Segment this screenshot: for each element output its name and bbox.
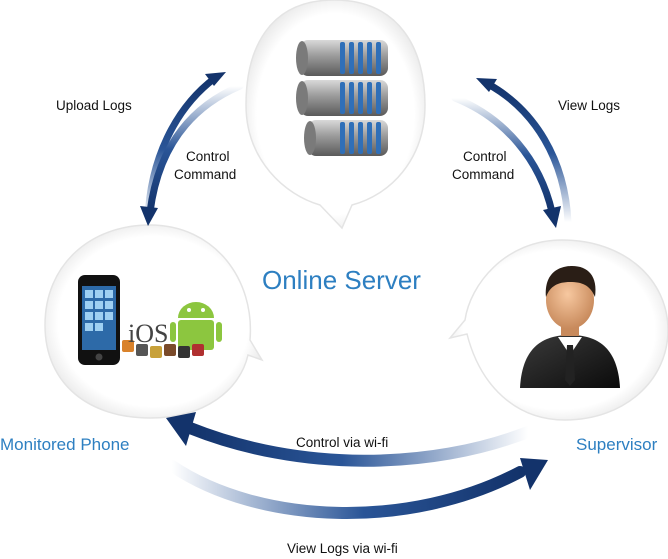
- upload-logs-label: Upload Logs: [56, 98, 132, 113]
- control-command-right-label-line1: Control: [463, 149, 507, 164]
- view-logs-arrow: [476, 78, 572, 226]
- phone-bubble: [44, 224, 264, 419]
- monitored-phone-label: Monitored Phone: [0, 435, 130, 454]
- app-icons-cluster: [122, 340, 204, 358]
- android-robot-icon: [170, 302, 222, 350]
- smartphone-icon: [78, 275, 120, 365]
- control-wifi-arrow: [166, 412, 534, 467]
- upload-logs-arrow: [144, 72, 226, 224]
- supervisor-bubble: [447, 239, 668, 421]
- view-logs-wifi-label: View Logs via wi-fi: [287, 541, 398, 556]
- control-command-left-label-line2: Command: [174, 167, 237, 182]
- control-command-right-label-line2: Command: [452, 167, 515, 182]
- diagram-title: Online Server: [262, 265, 421, 295]
- control-command-left-arrow: [140, 82, 244, 226]
- supervisor-person-icon: [520, 266, 620, 388]
- control-command-left-label-line1: Control: [186, 149, 230, 164]
- supervisor-label: Supervisor: [576, 435, 658, 454]
- view-logs-wifi-arrow: [166, 458, 548, 519]
- control-command-right-arrow: [451, 94, 561, 228]
- view-logs-label: View Logs: [558, 98, 621, 113]
- control-wifi-label: Control via wi-fi: [296, 435, 389, 450]
- server-icon: [296, 40, 388, 156]
- ios-logo-text: iOS: [128, 319, 168, 348]
